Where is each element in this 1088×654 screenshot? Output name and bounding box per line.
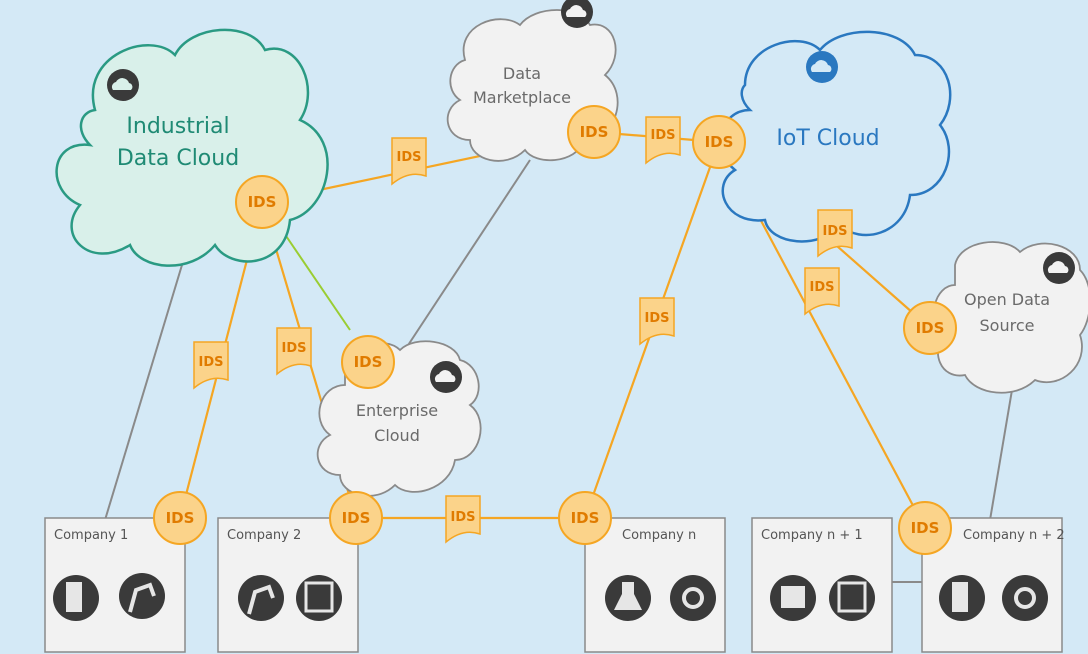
company-label: Company n + 2 bbox=[963, 528, 1065, 543]
company-label: Company n bbox=[622, 528, 696, 543]
ids-tag-label: IDS bbox=[651, 128, 676, 143]
ids-tag-label: IDS bbox=[199, 355, 224, 370]
company-label: Company 2 bbox=[227, 528, 301, 543]
link-industrial-company1 bbox=[104, 254, 186, 521]
cloud-glyph-icon bbox=[111, 78, 133, 90]
cloud-glyph-icon bbox=[1047, 261, 1069, 273]
robot-arm-glyph bbox=[128, 582, 156, 613]
ids-tag-label: IDS bbox=[810, 280, 835, 295]
ids-document-tag: IDS bbox=[817, 209, 853, 258]
building-glyph bbox=[952, 582, 968, 612]
company-box-1: Company 1 bbox=[44, 517, 186, 653]
industrial-cloud-line2: Data Cloud bbox=[117, 146, 239, 171]
ids-document-tags: IDS IDS IDS IDS IDS IDS IDS IDS bbox=[193, 116, 853, 544]
ids-connector-label: IDS bbox=[571, 509, 600, 527]
ids-connectors: IDS IDS IDS IDS IDS IDS IDS IDS bbox=[153, 105, 957, 555]
marketplace-cloud-line1: Data bbox=[503, 64, 541, 83]
ids-connector-label: IDS bbox=[705, 133, 734, 151]
ids-connector-label: IDS bbox=[166, 509, 195, 527]
ids-connector: IDS bbox=[567, 105, 621, 159]
ids-connector-label: IDS bbox=[248, 193, 277, 211]
industrial-cloud-line1: Industrial bbox=[126, 114, 229, 139]
ids-document-tag: IDS bbox=[804, 267, 840, 316]
company-label: Company n + 1 bbox=[761, 528, 863, 543]
enterprise-cloud-line2: Cloud bbox=[374, 426, 420, 445]
ids-tag-label: IDS bbox=[645, 311, 670, 326]
flask-glyph bbox=[614, 582, 642, 610]
ids-connector: IDS bbox=[558, 491, 612, 545]
ids-connector-label: IDS bbox=[916, 319, 945, 337]
machine-glyph bbox=[304, 581, 334, 613]
cloud-glyph-icon bbox=[810, 60, 832, 72]
robot-arm-icon bbox=[119, 573, 165, 619]
ids-document-tag: IDS bbox=[639, 297, 675, 346]
company-box-2: Company 2 bbox=[217, 517, 359, 653]
open-data-source-cloud: Open Data Source bbox=[933, 241, 1088, 394]
gear-glyph bbox=[1014, 587, 1036, 609]
ids-connector: IDS bbox=[235, 175, 289, 229]
ids-connector: IDS bbox=[341, 335, 395, 389]
ids-connector-label: IDS bbox=[911, 519, 940, 537]
iot-cloud-label: IoT Cloud bbox=[776, 126, 879, 151]
ids-connector-label: IDS bbox=[342, 509, 371, 527]
link-opendata-companyn2 bbox=[989, 389, 1013, 521]
ids-document-tag: IDS bbox=[391, 137, 427, 186]
ids-connector-label: IDS bbox=[354, 353, 383, 371]
warehouse-glyph bbox=[781, 586, 805, 608]
company-box-n-plus-1: Company n + 1 bbox=[751, 517, 893, 653]
ids-connector: IDS bbox=[898, 501, 952, 555]
ids-document-tag: IDS bbox=[276, 327, 312, 376]
robot-arm-icon bbox=[238, 575, 284, 621]
company-box-n-plus-2: Company n + 2 bbox=[921, 517, 1065, 653]
ids-tag-label: IDS bbox=[282, 341, 307, 356]
ids-document-tag: IDS bbox=[193, 341, 229, 390]
cloud-glyph-icon bbox=[565, 5, 587, 17]
link-marketplace-enterprise bbox=[394, 159, 531, 366]
cloud-glyph-icon bbox=[434, 370, 456, 382]
ids-document-tag: IDS bbox=[645, 116, 681, 165]
iot-cloud: IoT Cloud bbox=[719, 30, 952, 243]
ids-tag-label: IDS bbox=[397, 150, 422, 165]
gear-head-icon bbox=[670, 575, 716, 621]
industrial-data-cloud: Industrial Data Cloud bbox=[55, 28, 329, 267]
building-glyph bbox=[66, 582, 82, 612]
open-data-cloud-line2: Source bbox=[980, 316, 1035, 335]
ids-tag-label: IDS bbox=[451, 510, 476, 525]
company-box-n: Company n bbox=[584, 517, 726, 653]
ids-connector: IDS bbox=[153, 491, 207, 545]
ids-connector: IDS bbox=[903, 301, 957, 355]
ids-tag-label: IDS bbox=[823, 224, 848, 239]
company-label: Company 1 bbox=[54, 528, 128, 543]
ids-connector-label: IDS bbox=[580, 123, 609, 141]
gear-glyph bbox=[682, 587, 704, 609]
robot-arm-glyph bbox=[247, 584, 275, 615]
ids-document-tag: IDS bbox=[445, 495, 481, 544]
gear-head-icon bbox=[1002, 575, 1048, 621]
open-data-cloud-line1: Open Data bbox=[964, 290, 1050, 309]
green-links bbox=[281, 229, 351, 331]
gray-links bbox=[104, 159, 1013, 583]
marketplace-cloud-line2: Marketplace bbox=[473, 88, 571, 107]
enterprise-cloud-line1: Enterprise bbox=[356, 401, 438, 420]
ids-connector: IDS bbox=[329, 491, 383, 545]
link-industrial-enterprise bbox=[281, 229, 351, 331]
ids-connector: IDS bbox=[692, 115, 746, 169]
machine-glyph bbox=[837, 581, 867, 613]
